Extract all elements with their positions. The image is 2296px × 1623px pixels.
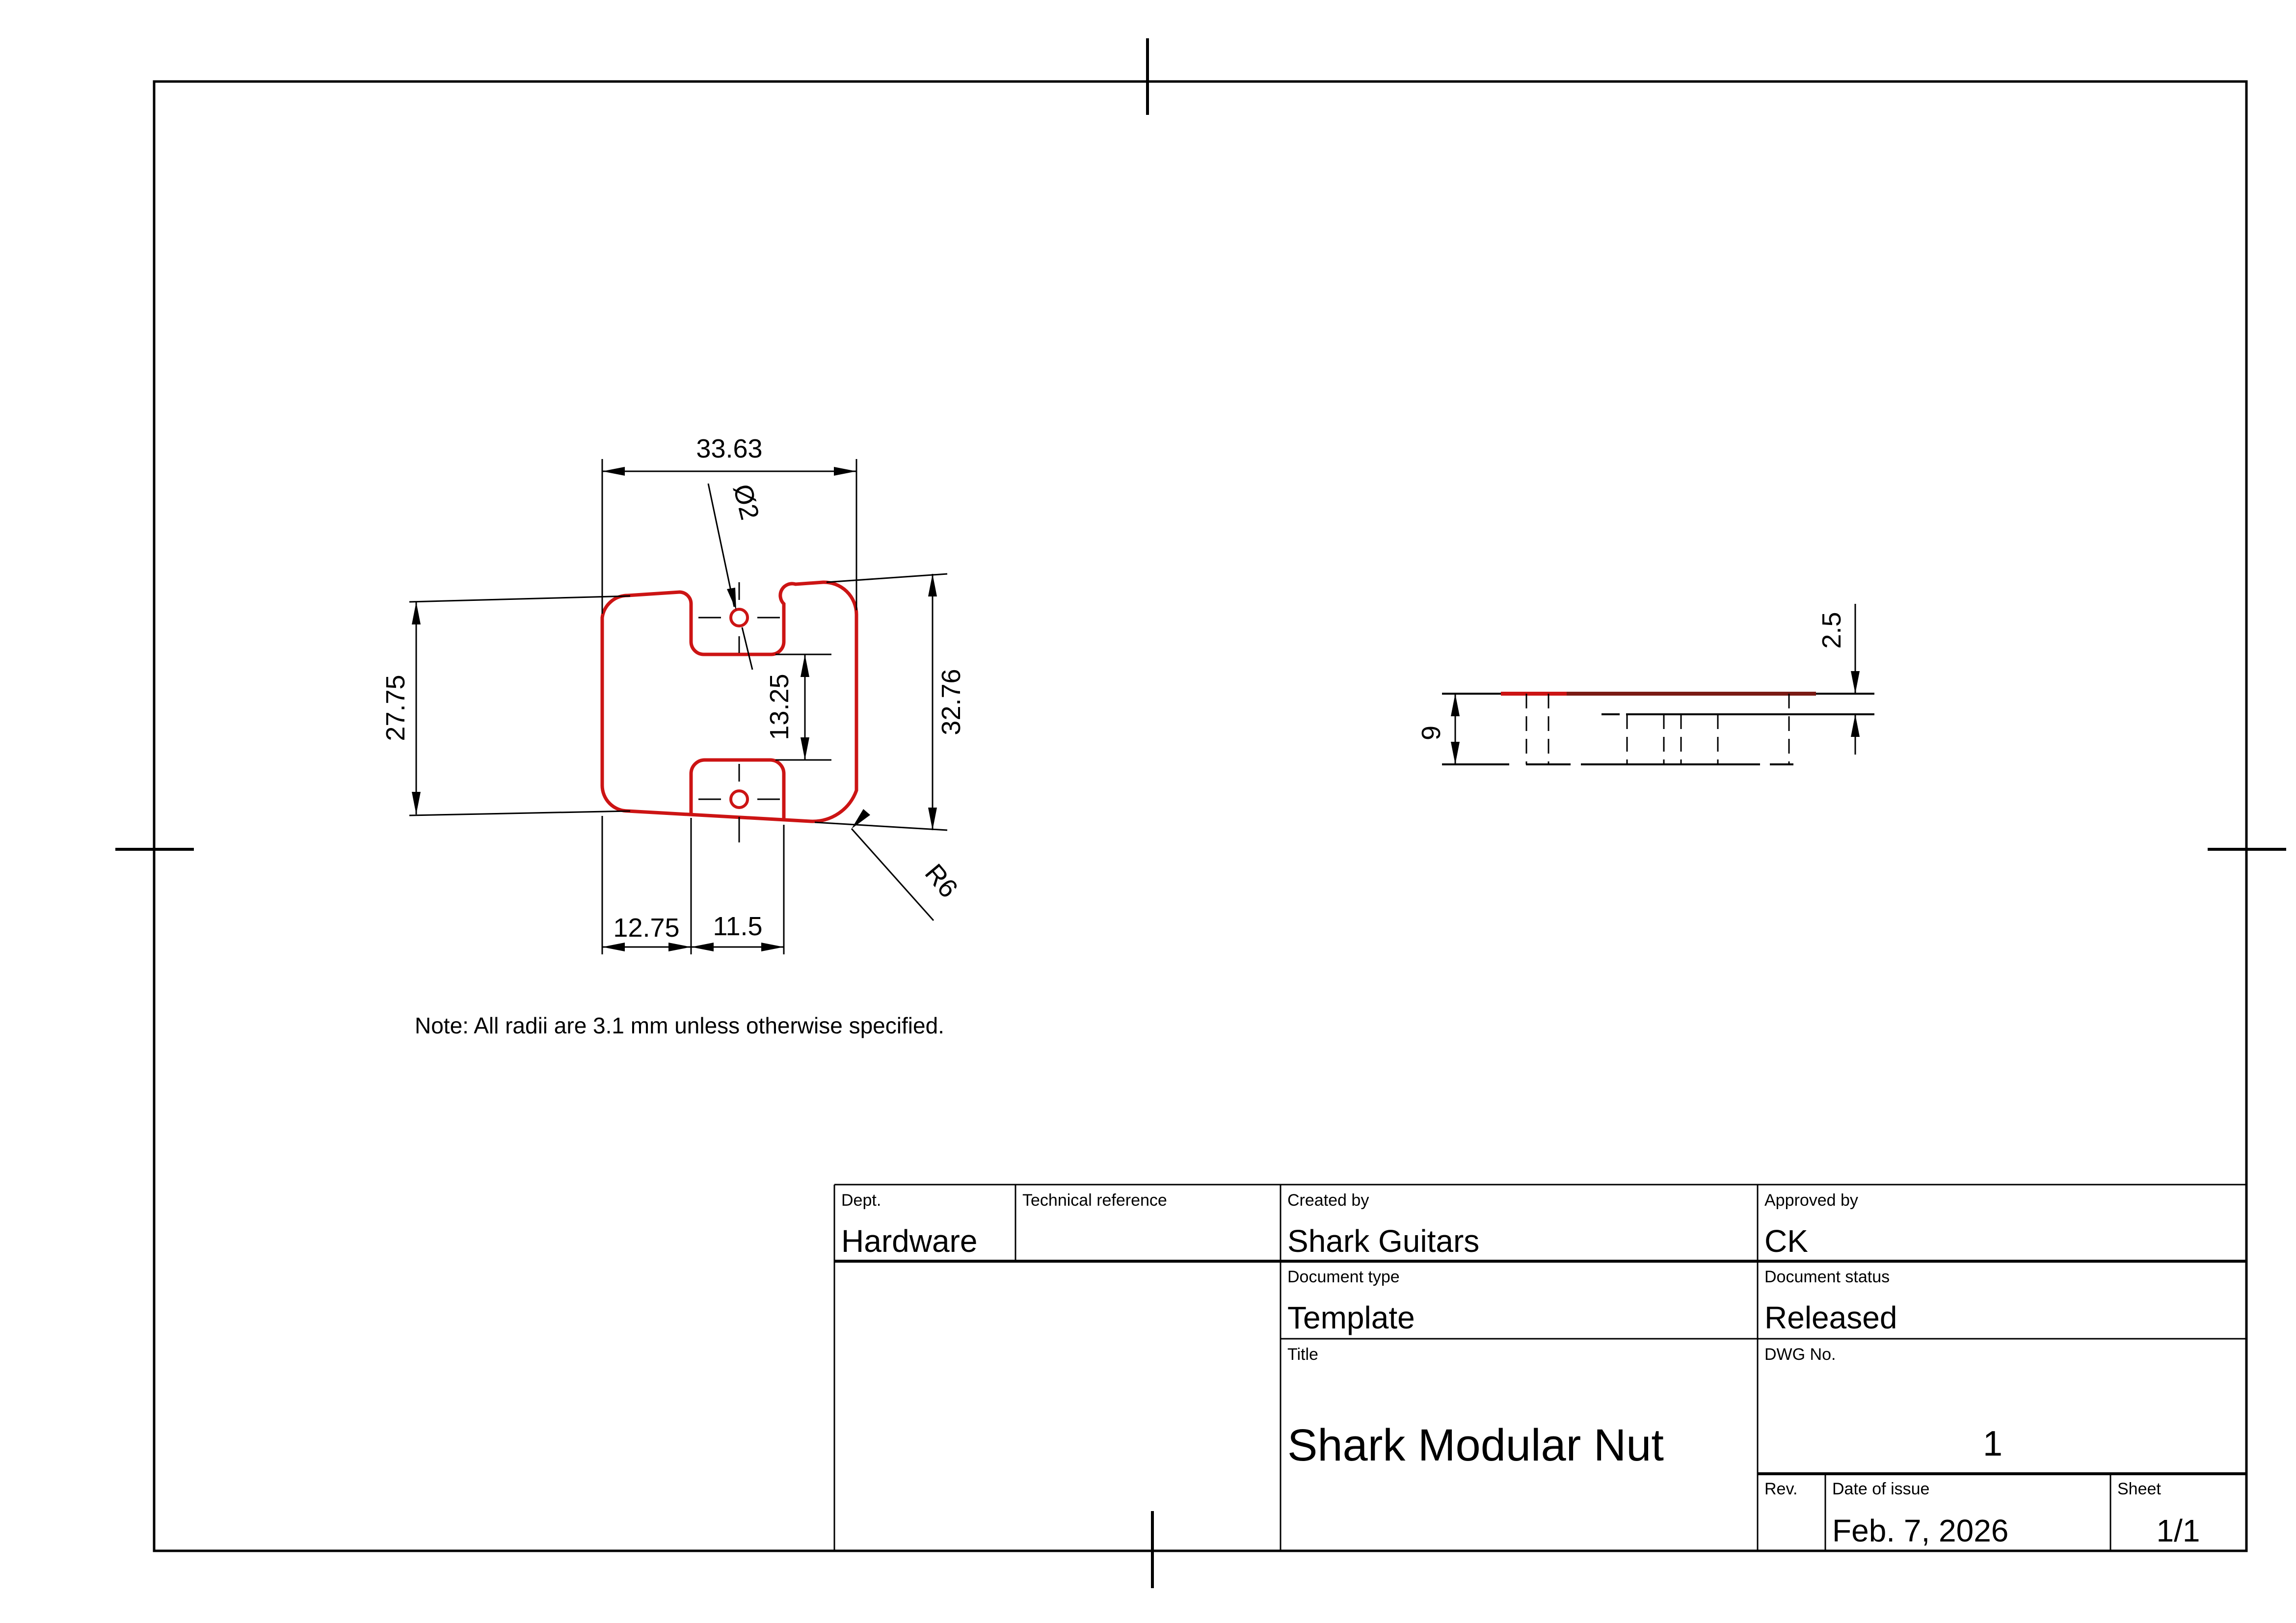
extension-line	[826, 573, 948, 583]
dim-text-width-top: 33.63	[696, 434, 762, 463]
arrowhead	[1451, 694, 1460, 716]
title-value: Shark Modular Nut	[1287, 1420, 1664, 1470]
dim-hole-spacing: 13.25	[765, 653, 831, 761]
dim-text-corner-radius: R6	[919, 859, 963, 903]
dim-width-top: 33.63	[601, 434, 857, 614]
arrowhead	[691, 943, 714, 951]
dim-text-side-height: 9	[1416, 726, 1446, 740]
arrowhead	[801, 654, 809, 677]
title-block: Dept. Hardware Technical reference Creat…	[833, 1184, 2246, 1551]
arrowhead	[1851, 714, 1860, 737]
dim-text-right-height: 32.76	[936, 669, 966, 735]
bottom-hole	[729, 789, 749, 809]
dim-text-bottom-left: 12.75	[613, 913, 679, 943]
dim-right-height: 32.76	[814, 573, 966, 831]
title-label: Title	[1287, 1345, 1318, 1364]
arrowhead	[602, 943, 625, 951]
dim-left-height: 27.75	[381, 595, 631, 816]
top-hole	[729, 608, 749, 627]
bottom-pocket-outline	[689, 758, 786, 820]
approved-by-label: Approved by	[1764, 1191, 1858, 1210]
date-of-issue-label: Date of issue	[1832, 1480, 1929, 1498]
date-of-issue-value: Feb. 7, 2026	[1832, 1513, 2008, 1548]
dim-text-hole-diameter: Ø2	[727, 481, 765, 522]
leader-line	[741, 627, 753, 670]
dept-label: Dept.	[841, 1191, 881, 1210]
top-hole-centerlines	[698, 582, 780, 653]
extension-line	[409, 595, 631, 603]
arrowhead	[928, 808, 937, 830]
leader-line	[707, 483, 735, 607]
arrowhead	[412, 792, 421, 814]
sheet-frame	[115, 38, 2286, 1588]
dim-bottom: 12.75 11.5	[601, 816, 785, 954]
extension-line	[409, 810, 631, 816]
dim-hole-diameter: Ø2	[707, 481, 765, 670]
leader-line	[851, 828, 934, 921]
document-status-value: Released	[1764, 1300, 1897, 1335]
hidden-lines	[1525, 694, 1790, 764]
arrowhead	[602, 467, 625, 476]
front-view: 33.63 Ø2 27.75 32.76	[381, 434, 966, 954]
created-by-value: Shark Guitars	[1287, 1223, 1479, 1259]
dwg-no-value: 1	[1983, 1424, 2002, 1463]
dim-text-top-step: 2.5	[1817, 612, 1846, 649]
arrowhead	[801, 737, 809, 760]
document-status-label: Document status	[1764, 1268, 1890, 1286]
extension-line	[814, 821, 948, 831]
rev-label: Rev.	[1764, 1480, 1797, 1498]
dim-side-height: 9	[1416, 694, 1460, 764]
arrowhead	[727, 588, 736, 610]
sheet-value: 1/1	[2157, 1513, 2200, 1548]
side-view: 9 2.5	[1416, 604, 1874, 765]
dim-text-left-height: 27.75	[381, 675, 410, 741]
bottom-hole-centerlines	[698, 764, 780, 842]
document-type-value: Template	[1287, 1300, 1415, 1335]
approved-by-value: CK	[1764, 1223, 1808, 1259]
arrowhead	[1851, 671, 1860, 694]
arrowhead	[412, 602, 421, 624]
document-type-label: Document type	[1287, 1268, 1400, 1286]
created-by-label: Created by	[1287, 1191, 1369, 1210]
dim-top-step: 2.5	[1817, 604, 1860, 755]
arrowhead	[761, 943, 784, 951]
part-outline	[600, 580, 858, 823]
dim-text-bottom-mid: 11.5	[713, 912, 762, 941]
dept-value: Hardware	[841, 1223, 977, 1259]
sheet-label: Sheet	[2117, 1480, 2161, 1498]
drawing-note: Note: All radii are 3.1 mm unless otherw…	[415, 1013, 944, 1038]
technical-reference-label: Technical reference	[1022, 1191, 1167, 1210]
arrowhead	[852, 809, 870, 829]
arrowhead	[928, 574, 937, 596]
dwg-no-label: DWG No.	[1764, 1345, 1836, 1364]
arrowhead	[1451, 742, 1460, 764]
frame-border	[153, 80, 2248, 1552]
dim-text-hole-spacing: 13.25	[765, 674, 794, 740]
arrowhead	[668, 943, 691, 951]
arrowhead	[834, 467, 856, 476]
